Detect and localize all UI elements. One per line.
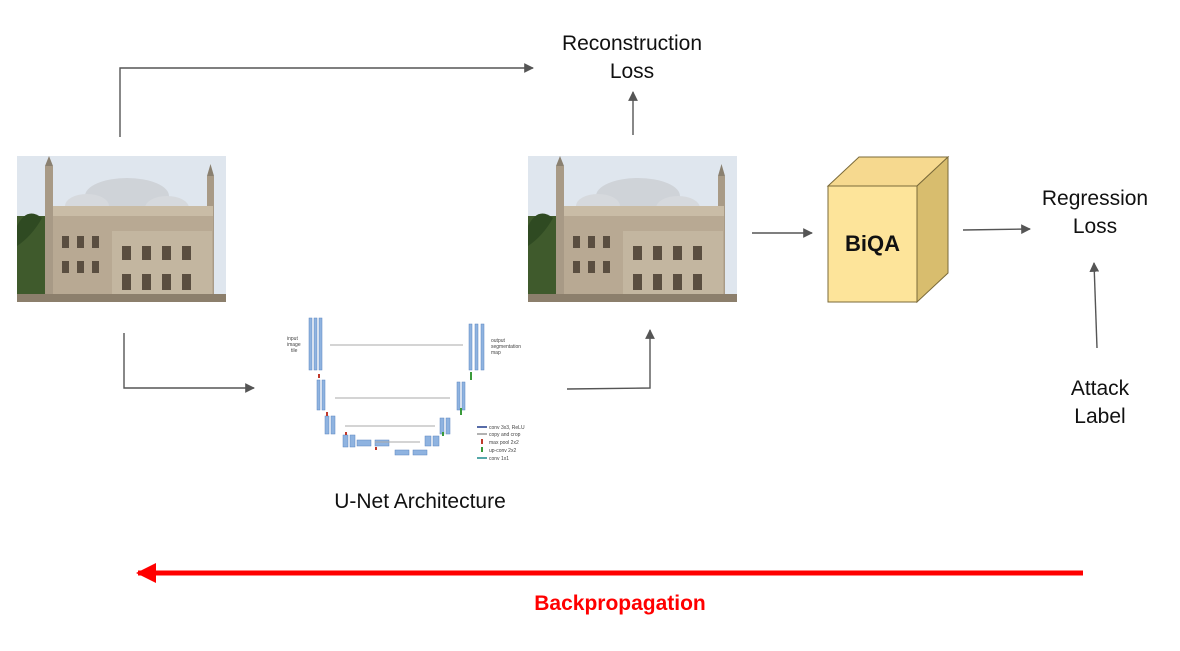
unet-diagram: input image tile output segmentation map… bbox=[285, 312, 535, 464]
arrow-unet-to-output bbox=[566, 329, 655, 390]
attack-label: Attack Label bbox=[1040, 375, 1160, 431]
biqa-box bbox=[826, 155, 950, 305]
unet-diagram-icon: input image tile output segmentation map… bbox=[287, 317, 525, 462]
mosque-photo-icon bbox=[17, 156, 226, 302]
reconstruction-loss-label: Reconstruction Loss bbox=[522, 30, 742, 86]
attack-label-line1: Attack bbox=[1070, 377, 1130, 400]
unet-caption: U-Net Architecture bbox=[334, 490, 506, 513]
input-image bbox=[17, 156, 226, 302]
unet-input-label-2: image bbox=[287, 342, 301, 348]
unet-legend-copy-crop: copy and crop bbox=[489, 432, 521, 438]
arrow-input-to-unet bbox=[123, 333, 255, 393]
regression-loss-line1: Regression bbox=[1041, 187, 1149, 210]
unet-input-label-3: tile bbox=[291, 348, 298, 354]
biqa-label: BiQA bbox=[845, 231, 900, 256]
unet-output-label-1: output bbox=[491, 338, 506, 344]
unet-input-label-1: input bbox=[287, 336, 298, 342]
unet-output-label-2: segmentation bbox=[491, 344, 521, 350]
arrow-attack-label-to-regression-loss bbox=[1089, 262, 1100, 349]
unet-legend-conv1x1: conv 1x1 bbox=[489, 456, 509, 462]
regression-loss-label: Regression Loss bbox=[1020, 185, 1170, 241]
mosque-photo-icon bbox=[528, 156, 737, 302]
output-image bbox=[528, 156, 737, 302]
backpropagation-label: Backpropagation bbox=[534, 592, 706, 615]
unet-legend-conv: conv 3x3, ReLU bbox=[489, 425, 525, 431]
regression-loss-line2: Loss bbox=[1072, 215, 1118, 238]
arrow-input-to-reconstruction-loss bbox=[119, 63, 534, 137]
cube-icon bbox=[826, 155, 950, 304]
unet-output-label-3: map bbox=[491, 350, 501, 356]
unet-legend-max-pool: max pool 2x2 bbox=[489, 440, 519, 446]
attack-label-line2: Label bbox=[1074, 405, 1126, 428]
unet-legend-up-conv: up-conv 2x2 bbox=[489, 448, 516, 454]
arrow-biqa-to-regression-loss bbox=[962, 224, 1031, 235]
reconstruction-loss-line2: Loss bbox=[609, 60, 655, 83]
reconstruction-loss-line1: Reconstruction bbox=[561, 32, 703, 55]
